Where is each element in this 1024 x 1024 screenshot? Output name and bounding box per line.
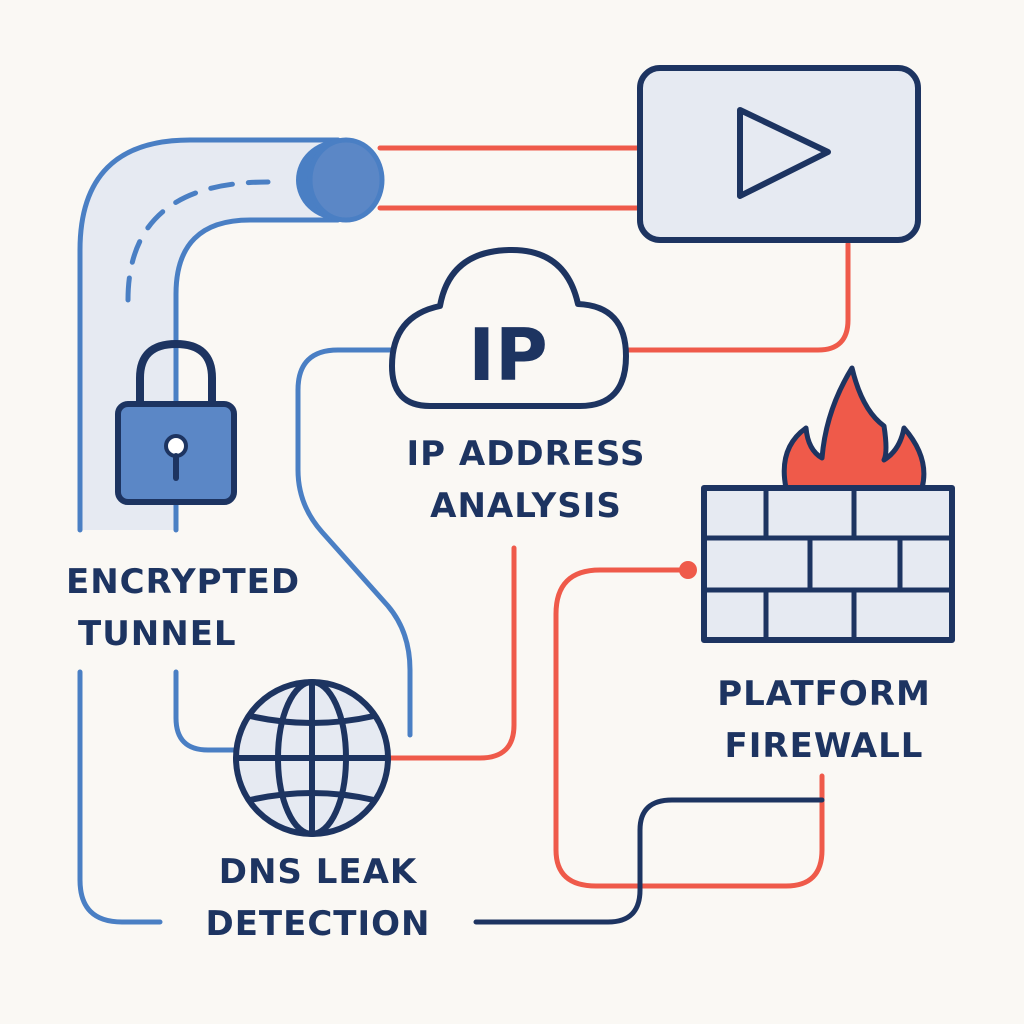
tunnel-pipe-opening (307, 137, 385, 223)
label-firewall-line1: PLATFORM (717, 674, 931, 714)
globe-latitude-lower (247, 790, 377, 803)
brick-wall-icon (679, 365, 955, 643)
lock-icon (115, 340, 237, 505)
video-screen (637, 65, 921, 243)
label-dns-line2: DETECTION (205, 904, 431, 944)
blue-line-tunnel-to-dns (77, 669, 163, 925)
label-platform-firewall: PLATFORM FIREWALL (690, 668, 958, 772)
label-dns-leak-detection: DNS LEAK DETECTION (188, 846, 448, 950)
cloud-shape (389, 247, 629, 409)
play-triangle (737, 107, 831, 199)
cloud-ip-text: IP (468, 313, 548, 397)
blue-line-tunnel-to-globe (173, 669, 243, 753)
blue-line-tunnel-to-cloud (295, 347, 413, 738)
navy-line-dns-to-firewall (473, 797, 825, 925)
firewall-connector-dot (679, 561, 697, 579)
play-button-icon (637, 65, 921, 243)
globe-icon (233, 679, 391, 837)
brick-wall-frame (701, 485, 955, 643)
tunnel-pipe-dashed-center (125, 179, 271, 303)
red-line-ip-to-globe (387, 545, 517, 761)
label-ip-line2: ANALYSIS (430, 486, 622, 526)
globe-latitude-upper (247, 713, 377, 726)
lock-shackle (136, 340, 216, 412)
label-encrypted-tunnel-line2: TUNNEL (78, 614, 237, 654)
label-ip-address-analysis: IP ADDRESS ANALYSIS (376, 428, 676, 532)
tunnel-pipe-inner-edge (173, 217, 341, 533)
connector-lines (77, 145, 851, 925)
label-encrypted-tunnel: ENCRYPTED TUNNEL (66, 556, 300, 660)
tunnel-pipe-outer-edge (77, 137, 341, 533)
red-line-firewall-loop (553, 567, 825, 889)
label-firewall-line2: FIREWALL (724, 726, 924, 766)
cloud-icon: IP (389, 247, 629, 409)
label-ip-line1: IP ADDRESS (406, 434, 646, 474)
red-line-video-to-cloud (623, 241, 851, 353)
label-dns-line1: DNS LEAK (218, 852, 418, 892)
brick-wall-mortar (701, 485, 955, 643)
flame-icon (781, 365, 927, 491)
label-encrypted-tunnel-line1: ENCRYPTED (66, 562, 301, 602)
